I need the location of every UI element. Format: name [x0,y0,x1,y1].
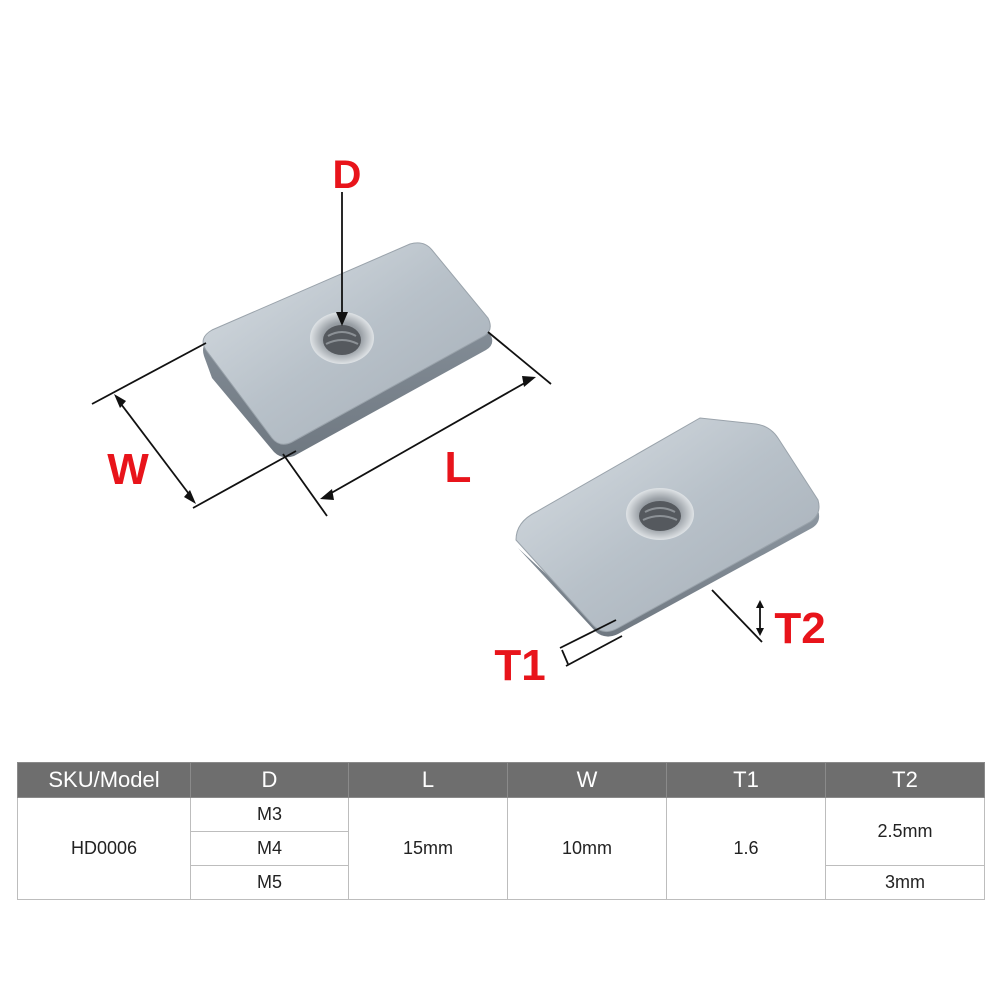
product-diagram: D W L T1 T2 [91,153,826,690]
cell-w: 10mm [507,797,667,900]
label-t2: T2 [774,604,825,653]
cell-t2-a: 2.5mm [825,797,985,866]
dimension-lines [91,192,764,667]
cell-t2-b: 3mm [825,865,985,900]
label-l: L [445,443,472,492]
spec-table: SKU/Model D L W T1 T2 HD0006 M3 15mm 10m… [17,762,985,900]
cell-sku: HD0006 [17,797,191,900]
header-sku: SKU/Model [17,762,191,798]
cell-l: 15mm [348,797,508,900]
t-nut-plate-top-view [202,242,493,458]
header-t2: T2 [825,762,985,798]
cell-t1: 1.6 [666,797,826,900]
label-d: D [333,153,362,197]
header-d: D [190,762,349,798]
cell-d-m4: M4 [190,831,349,866]
table-row: HD0006 M3 15mm 10mm 1.6 2.5mm [17,797,985,900]
table-header-row: SKU/Model D L W T1 T2 [17,762,985,798]
header-w: W [507,762,667,798]
table-row: M5 3mm [18,865,985,900]
t-nut-plate-side-view [515,417,820,637]
header-t1: T1 [666,762,826,798]
cell-d-m3: M3 [190,797,349,832]
label-w: W [107,445,149,494]
header-l: L [348,762,508,798]
table-row: M4 [18,831,985,866]
label-t1: T1 [494,641,545,690]
cell-d-m5: M5 [190,865,349,900]
